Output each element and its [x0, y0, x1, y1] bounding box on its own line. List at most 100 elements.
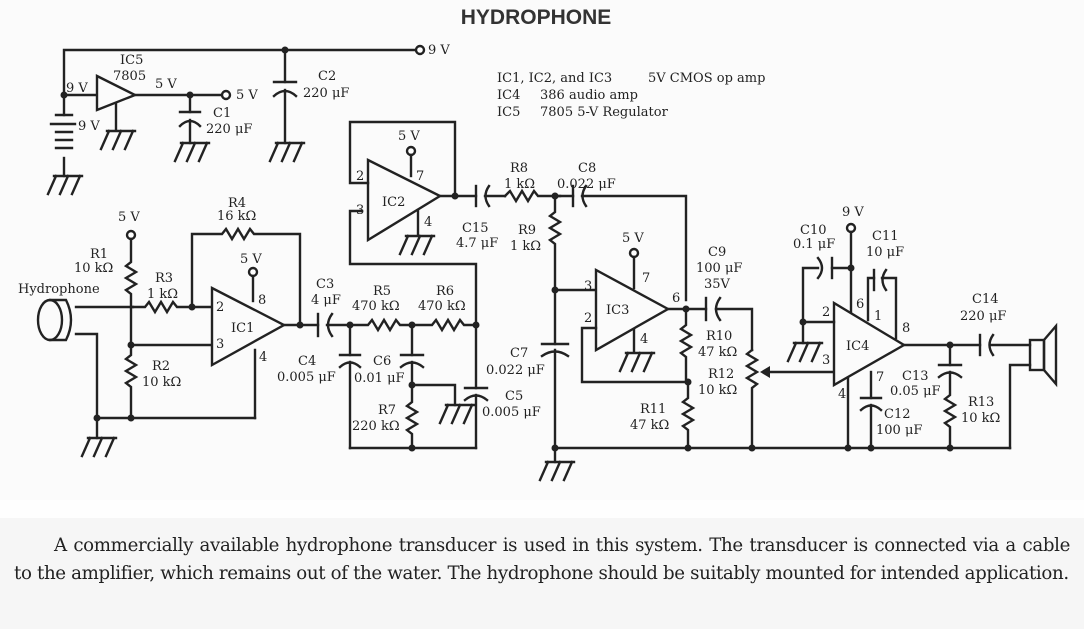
- r8-value: 1 kΩ: [504, 177, 535, 192]
- hydrophone-icon: [36, 298, 64, 342]
- ic4-pin-2: 2: [822, 305, 830, 320]
- r13-name: R13: [968, 395, 994, 410]
- r12-value: 10 kΩ: [698, 383, 737, 398]
- ic1-name: IC1: [231, 321, 254, 336]
- r9-name: R9: [518, 223, 536, 238]
- ic2-op-amp: [366, 158, 443, 243]
- r1-value: 10 kΩ: [74, 261, 113, 276]
- r7-name: R7: [378, 403, 396, 418]
- c9-value: 100 μF: [696, 261, 742, 276]
- ic1-op-amp: [210, 286, 287, 368]
- r8-name: R8: [510, 161, 528, 176]
- r6-name: R6: [436, 284, 454, 299]
- output-stage: IC4 2 3 C10 0.1 μF 9 V 6 1 C11 10 μF 8 4…: [786, 205, 1058, 452]
- r4-name: R4: [228, 196, 246, 211]
- c4-name: C4: [298, 354, 316, 369]
- ic4-pin-3: 3: [822, 353, 830, 368]
- legend-desc-3: 7805 5-V Regulator: [540, 105, 669, 120]
- c1-name: C1: [213, 106, 231, 121]
- c7-value: 0.022 μF: [486, 363, 545, 378]
- ic5-name: IC5: [120, 53, 143, 68]
- c9-rating: 35V: [704, 277, 731, 292]
- filter-network: C3 4 μF R5 470 kΩ R6 470 kΩ C4 0.005 μF …: [277, 209, 541, 452]
- r2-name: R2: [152, 359, 170, 374]
- c6-value: 0.01 μF: [354, 371, 405, 386]
- c8-name: C8: [578, 161, 596, 176]
- r6-value: 470 kΩ: [418, 299, 466, 314]
- r2-value: 10 kΩ: [142, 375, 181, 390]
- ic4-pin-1: 1: [874, 309, 882, 324]
- ic3-pin-6: 6: [672, 291, 680, 306]
- terminal-5v: [220, 89, 232, 101]
- reg-in-label: 9 V: [66, 81, 88, 96]
- ic3-stage: C7 0.022 μF IC3 3 2 5 V 7 4 6 R10 47 kΩ …: [486, 231, 1012, 482]
- c6-name: C6: [373, 354, 391, 369]
- hydrophone-schematic: HYDROPHONE IC1, IC2, and IC3 5V CMOS op …: [18, 6, 1058, 482]
- r7-value: 220 kΩ: [352, 419, 400, 434]
- ic1-pin-8: 8: [258, 293, 266, 308]
- ic4-supply-label: 9 V: [842, 205, 864, 220]
- c3-value: 4 μF: [311, 293, 341, 308]
- ic2-pin-2: 2: [356, 169, 364, 184]
- ic3-supply-label: 5 V: [622, 231, 644, 246]
- buffer-stage: IC2 2 3 5 V 7 4 C15 4.7 μF R8 1 kΩ C8 0.…: [348, 120, 688, 302]
- c1-value: 220 μF: [206, 122, 252, 137]
- ic2-name: IC2: [382, 195, 405, 210]
- ic3-pin-4: 4: [640, 332, 648, 347]
- c15-value: 4.7 μF: [456, 236, 498, 251]
- c3-name: C3: [316, 277, 334, 292]
- hydrophone-label: Hydrophone: [18, 282, 100, 297]
- caption-box: A commercially available hydrophone tran…: [0, 518, 1084, 629]
- legend-parts-1: IC1, IC2, and IC3: [497, 71, 612, 86]
- power-supply: 9 V C2 220 μF IC5 7805 9 V 5 V 5 V C1 22…: [46, 43, 450, 196]
- legend-parts-3: IC5: [497, 105, 520, 120]
- legend-desc-1: 5V CMOS op amp: [648, 71, 765, 86]
- legend-parts-2: IC4: [497, 88, 520, 103]
- ic3-pin-3: 3: [584, 279, 592, 294]
- c9-name: C9: [708, 245, 726, 260]
- r10-value: 47 kΩ: [698, 345, 737, 360]
- r1-supply-label: 5 V: [118, 210, 140, 225]
- c12-name: C12: [884, 407, 911, 422]
- ic4-pin-4: 4: [838, 387, 846, 402]
- schematic-title: HYDROPHONE: [461, 6, 612, 29]
- battery-label: 9 V: [78, 119, 100, 134]
- terminal-9v: [414, 44, 426, 56]
- reg-out-label: 5 V: [155, 77, 177, 92]
- ic2-pin-3: 3: [356, 203, 364, 218]
- r10-name: R10: [706, 329, 732, 344]
- ic4-pin-6: 6: [856, 297, 864, 312]
- c10-value: 0.1 μF: [793, 237, 835, 252]
- c13-value: 0.05 μF: [890, 384, 941, 399]
- ic4-audio-amp: [832, 300, 907, 388]
- caption-text: A commercially available hydrophone tran…: [14, 535, 1070, 584]
- ic5-regulator: [95, 74, 138, 112]
- ic1-pin-4: 4: [259, 350, 267, 365]
- c14-value: 220 μF: [960, 309, 1006, 324]
- input-stage: Hydrophone 5 V R1 10 kΩ R2 10 kΩ R3 1 kΩ…: [18, 196, 320, 458]
- c7-name: C7: [510, 346, 528, 361]
- r11-name: R11: [640, 402, 666, 417]
- c11-value: 10 μF: [866, 245, 904, 260]
- c5-name: C5: [505, 389, 523, 404]
- c4-value: 0.005 μF: [277, 370, 336, 385]
- ic3-pin-7: 7: [642, 271, 650, 286]
- ic-legend: IC1, IC2, and IC3 5V CMOS op amp IC4 386…: [497, 71, 765, 120]
- c2-value: 220 μF: [303, 86, 349, 101]
- c2-name: C2: [318, 69, 336, 84]
- label-9v-out: 9 V: [428, 43, 450, 58]
- r12-wiper: [760, 366, 770, 378]
- c15-name: C15: [462, 221, 489, 236]
- ic2-pin-4: 4: [424, 215, 432, 230]
- r12-name: R12: [708, 367, 734, 382]
- c10-name: C10: [800, 223, 827, 238]
- r1-name: R1: [90, 247, 108, 262]
- ic3-pin-2: 2: [584, 311, 592, 326]
- c12-value: 100 μF: [876, 423, 922, 438]
- ic2-supply-label: 5 V: [398, 129, 420, 144]
- r4-value: 16 kΩ: [217, 209, 256, 224]
- c13-name: C13: [902, 369, 929, 384]
- ic4-pin-7: 7: [876, 370, 884, 385]
- label-5v-out: 5 V: [236, 88, 258, 103]
- r5-value: 470 kΩ: [352, 299, 400, 314]
